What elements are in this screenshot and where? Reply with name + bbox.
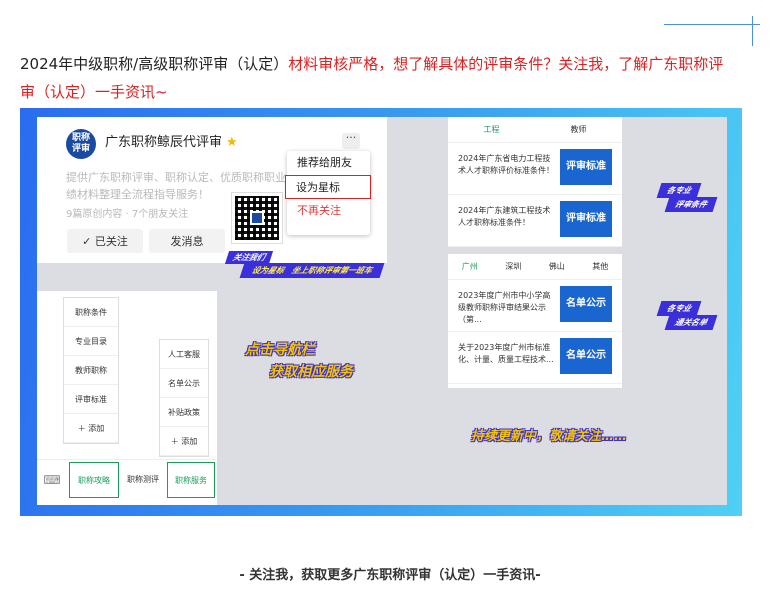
tab-teacher[interactable]: 教师	[570, 125, 587, 134]
footer-slogan: - 关注我，获取更多广东职称评审（认定）一手资讯-	[239, 568, 541, 583]
submenu-item[interactable]: 教师职称	[64, 356, 118, 385]
menu-item-recommend[interactable]: 推荐给朋友	[297, 156, 352, 169]
banner-canvas: 职称 评审 广东职称鲸辰代评审★ 提供广东职称评审、职称认定、优质职称职业绩材料…	[37, 117, 727, 505]
intro-paragraph: 2024年中级职称/高级职称评审（认定）材料审核严格，想了解具体的评审条件？关注…	[20, 50, 736, 106]
account-stats: 9篇原创内容 · 7个朋友关注	[66, 209, 189, 220]
nav-guide[interactable]: 职称攻略	[69, 461, 119, 498]
news-thumbnail: 名单公示	[560, 286, 612, 322]
account-logo: 职称 评审	[66, 129, 96, 159]
side-tag: 通关名单	[664, 315, 718, 330]
side-tag: 各专业	[656, 301, 702, 316]
intro-highlight: 材料审核严格，想了解具体的评审条件？关注我，了解广东职称评审（认定）一手资讯~	[20, 55, 724, 101]
followed-button[interactable]: ✓ 已关注	[67, 229, 143, 253]
submenu-service: 人工客服 名单公示 补贴政策 ＋ 添加	[159, 339, 209, 457]
promo-banner: 职称 评审 广东职称鲸辰代评审★ 提供广东职称评审、职称认定、优质职称职业绩材料…	[20, 108, 742, 516]
tab-shenzhen[interactable]: 深圳	[505, 262, 522, 271]
tab-other[interactable]: 其他	[592, 262, 609, 271]
news-thumbnail: 评审标准	[560, 201, 612, 237]
account-name: 广东职称鲸辰代评审★	[105, 135, 238, 150]
account-profile-card: 职称 评审 广东职称鲸辰代评审★ 提供广东职称评审、职称认定、优质职称职业绩材料…	[37, 117, 387, 263]
tab-guangzhou[interactable]: 广州	[461, 262, 478, 271]
news-thumbnail: 名单公示	[560, 338, 612, 374]
submenu-add-item[interactable]: ＋ 添加	[64, 414, 118, 443]
news-item[interactable]: 关于2023年度广州市标准化、计量、质量工程技术... 名单公示	[448, 332, 622, 384]
menu-item-unfollow[interactable]: 不再关注	[297, 204, 341, 217]
news-thumbnail: 评审标准	[560, 149, 612, 185]
keyboard-icon[interactable]: ⌨	[43, 472, 61, 487]
star-mark-tip: 设为星标 坐上职称评审第一班车	[239, 263, 385, 278]
menu-item-star-mark[interactable]: 设为星标	[285, 175, 371, 199]
news-item[interactable]: 2024年广东省电力工程技术人才职称评价标准条件！ 评审标准	[448, 143, 622, 195]
nav-service[interactable]: 职称服务	[167, 461, 215, 498]
account-menu-preview: 职称条件 专业目录 教师职称 评审标准 ＋ 添加 人工客服 名单公示 补贴政策 …	[37, 291, 217, 505]
decorative-line	[664, 24, 760, 25]
star-icon: ★	[226, 135, 238, 150]
submenu-item[interactable]: 名单公示	[160, 369, 208, 398]
account-options-menu: 推荐给朋友 设为星标 不再关注	[285, 151, 371, 235]
submenu-item[interactable]: 补贴政策	[160, 398, 208, 427]
submenu-item[interactable]: 人工客服	[160, 340, 208, 369]
side-tag: 评审条件	[664, 197, 718, 212]
news-panel-cities: 广州 深圳 佛山 其他 2023年度广州市中小学高级教师职称评审结果公示（第..…	[448, 254, 622, 388]
news-title: 2024年广东建筑工程技术人才职称标准条件！	[458, 206, 551, 227]
side-tag: 各专业	[656, 183, 702, 198]
submenu-item[interactable]: 评审标准	[64, 385, 118, 414]
qr-center-logo	[250, 211, 264, 225]
news-item[interactable]: 2024年广东建筑工程技术人才职称标准条件！ 评审标准	[448, 195, 622, 247]
news-panel-engineering: 工程 教师 2024年广东省电力工程技术人才职称评价标准条件！ 评审标准 202…	[448, 117, 622, 247]
hint-text: 获取相应服务	[269, 364, 353, 380]
panel-tabs: 工程 教师	[448, 117, 622, 143]
submenu-item[interactable]: 职称条件	[64, 298, 118, 327]
submenu-guide: 职称条件 专业目录 教师职称 评审标准 ＋ 添加	[63, 297, 119, 444]
tab-foshan[interactable]: 佛山	[548, 262, 565, 271]
news-item[interactable]: 2023年度广州市中小学高级教师职称评审结果公示（第... 名单公示	[448, 280, 622, 332]
decorative-line	[752, 16, 753, 46]
account-description: 提供广东职称评审、职称认定、优质职称职业绩材料整理全流程指导服务！	[66, 171, 286, 201]
hint-text: 点击导航栏	[245, 342, 315, 358]
panel-tabs: 广州 深圳 佛山 其他	[448, 254, 622, 280]
hint-text: 持续更新中，敬请关注……	[471, 429, 628, 444]
submenu-item[interactable]: 专业目录	[64, 327, 118, 356]
intro-text: 2024年中级职称/高级职称评审（认定）	[20, 55, 289, 73]
bottom-navbar: ⌨ 职称攻略 职称测评 职称服务	[37, 459, 217, 499]
nav-assessment[interactable]: 职称测评	[127, 474, 159, 484]
news-title: 关于2023年度广州市标准化、计量、质量工程技术...	[458, 343, 554, 364]
send-message-button[interactable]: 发消息	[149, 229, 225, 253]
submenu-add-item[interactable]: ＋ 添加	[160, 427, 208, 456]
more-options-icon[interactable]: ···	[342, 132, 360, 149]
tab-engineering[interactable]: 工程	[483, 125, 500, 134]
news-title: 2023年度广州市中小学高级教师职称评审结果公示（第...	[458, 291, 551, 324]
news-title: 2024年广东省电力工程技术人才职称评价标准条件！	[458, 154, 554, 175]
